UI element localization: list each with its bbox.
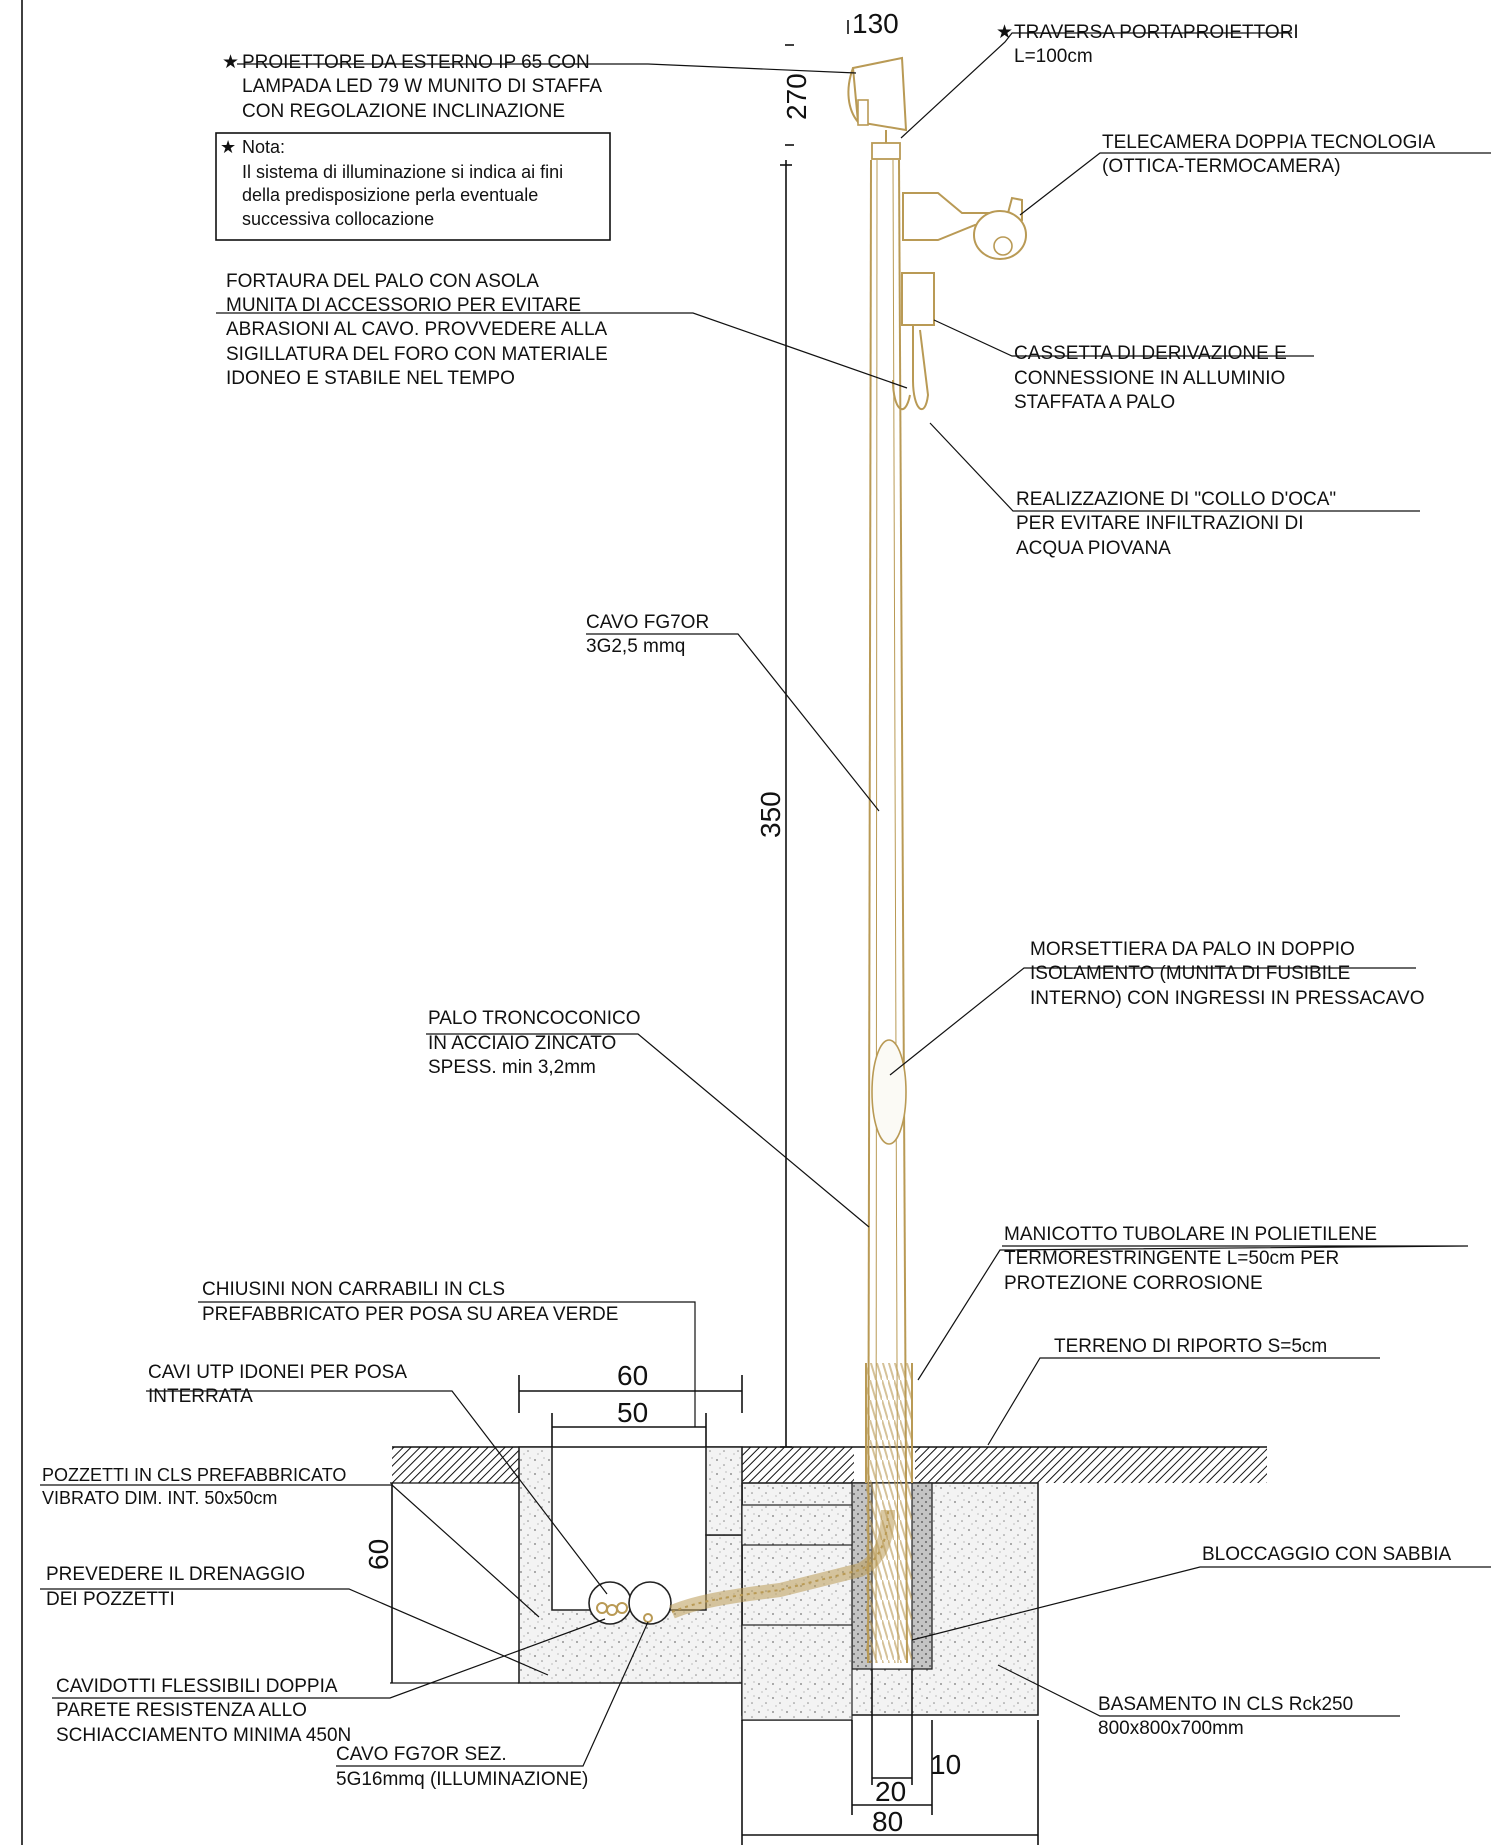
label-drenaggio-1: PREVEDERE IL DRENAGGIO bbox=[46, 1564, 305, 1585]
label-cavo-sez-2: 5G16mmq (ILLUMINAZIONE) bbox=[336, 1769, 588, 1790]
label-basamento-1: BASAMENTO IN CLS Rck250 bbox=[1098, 1694, 1353, 1715]
dim-20: 20 bbox=[875, 1776, 906, 1807]
projector bbox=[847, 56, 908, 143]
label-morsettiera-2: ISOLAMENTO (MUNITA DI FUSIBILE bbox=[1030, 963, 1350, 984]
label-pozzetti-1: POZZETTI IN CLS PREFABBRICATO bbox=[42, 1465, 346, 1485]
label-nota-title: Nota: bbox=[242, 137, 285, 157]
label-manicotto-2: TERMORESTRINGENTE L=50cm PER bbox=[1004, 1248, 1339, 1269]
dim-350: 350 bbox=[755, 791, 786, 838]
label-cassetta-1: CASSETTA DI DERIVAZIONE E bbox=[1014, 343, 1287, 364]
label-palo-2: IN ACCIAIO ZINCATO bbox=[428, 1033, 616, 1054]
dim-270: 270 bbox=[781, 73, 812, 120]
label-nota-3: successiva collocazione bbox=[242, 209, 434, 229]
dim-50: 50 bbox=[617, 1397, 648, 1428]
dim-130: 130 bbox=[852, 8, 899, 39]
cable-ducts bbox=[588, 1509, 895, 1625]
label-cassetta-2: CONNESSIONE IN ALLUMINIO bbox=[1014, 368, 1285, 389]
label-manicotto-3: PROTEZIONE CORROSIONE bbox=[1004, 1273, 1263, 1294]
label-telecamera-2: (OTTICA-TERMOCAMERA) bbox=[1102, 156, 1341, 177]
label-terreno: TERRENO DI RIPORTO S=5cm bbox=[1054, 1336, 1327, 1357]
label-chiusini-1: CHIUSINI NON CARRABILI IN CLS bbox=[202, 1279, 505, 1300]
manhole-dimensions bbox=[390, 1375, 743, 1684]
label-morsettiera-1: MORSETTIERA DA PALO IN DOPPIO bbox=[1030, 939, 1355, 960]
label-pozzetti-2: VIBRATO DIM. INT. 50x50cm bbox=[42, 1488, 277, 1508]
label-drenaggio-2: DEI POZZETTI bbox=[46, 1589, 175, 1610]
label-fortatura-1: FORTAURA DEL PALO CON ASOLA bbox=[226, 271, 539, 292]
dim-80: 80 bbox=[872, 1806, 903, 1837]
label-fortatura-3: ABRASIONI AL CAVO. PROVVEDERE ALLA bbox=[226, 319, 608, 340]
label-cavo-fg-2: 3G2,5 mmq bbox=[586, 636, 685, 657]
leader-lines bbox=[40, 32, 1491, 1767]
label-collo-1: REALIZZAZIONE DI "COLLO D'OCA" bbox=[1016, 489, 1336, 510]
label-chiusini-2: PREFABBRICATO PER POSA SU AREA VERDE bbox=[202, 1304, 618, 1325]
label-nota-1: Il sistema di illuminazione si indica ai… bbox=[242, 162, 563, 182]
junction-box bbox=[892, 272, 935, 410]
dimension-labels: 130 270 350 60 50 60 10 20 80 bbox=[363, 8, 961, 1837]
terminal-block bbox=[871, 1039, 907, 1145]
label-cavidotti-1: CAVIDOTTI FLESSIBILI DOPPIA bbox=[56, 1676, 338, 1697]
label-cavo-sez-1: CAVO FG7OR SEZ. bbox=[336, 1744, 507, 1765]
vertical-dimensions bbox=[780, 20, 849, 1448]
label-cassetta-3: STAFFATA A PALO bbox=[1014, 392, 1175, 413]
label-proiettore-1: PROIETTORE DA ESTERNO IP 65 CON bbox=[242, 52, 590, 73]
label-traversa-1: TRAVERSA PORTAPROIETTORI bbox=[1014, 22, 1299, 43]
dim-10: 10 bbox=[930, 1749, 961, 1780]
dim-60-top: 60 bbox=[617, 1360, 648, 1391]
crossbar bbox=[871, 142, 901, 160]
heat-shrink-sleeve bbox=[866, 1363, 912, 1663]
label-cavidotti-2: PARETE RESISTENZA ALLO bbox=[56, 1700, 307, 1721]
pole bbox=[865, 142, 913, 1664]
label-basamento-2: 800x800x700mm bbox=[1098, 1718, 1244, 1739]
label-manicotto-1: MANICOTTO TUBOLARE IN POLIETILENE bbox=[1004, 1224, 1377, 1245]
note-box bbox=[215, 132, 611, 241]
label-cavi-utp-2: INTERRATA bbox=[148, 1386, 253, 1407]
label-nota-2: della predisposizione perla eventuale bbox=[242, 185, 538, 205]
base-dimensions bbox=[741, 1669, 1039, 1845]
label-traversa-2: L=100cm bbox=[1014, 46, 1093, 67]
label-cavi-utp-1: CAVI UTP IDONEI PER POSA bbox=[148, 1362, 407, 1383]
camera bbox=[902, 192, 1027, 260]
label-fortatura-5: IDONEO E STABILE NEL TEMPO bbox=[226, 368, 515, 389]
label-bloccaggio: BLOCCAGGIO CON SABBIA bbox=[1202, 1544, 1451, 1565]
dim-60-side: 60 bbox=[363, 1539, 394, 1570]
star-nota: ★ bbox=[220, 137, 236, 157]
label-telecamera-1: TELECAMERA DOPPIA TECNOLOGIA bbox=[1102, 132, 1436, 153]
label-collo-2: PER EVITARE INFILTRAZIONI DI bbox=[1016, 513, 1304, 534]
star-traversa: ★ bbox=[996, 22, 1013, 43]
label-morsettiera-3: INTERNO) CON INGRESSI IN PRESSACAVO bbox=[1030, 988, 1424, 1009]
label-proiettore-3: CON REGOLAZIONE INCLINAZIONE bbox=[242, 101, 565, 122]
label-palo-1: PALO TRONCOCONICO bbox=[428, 1008, 641, 1029]
label-cavo-fg-1: CAVO FG7OR bbox=[586, 612, 709, 633]
label-palo-3: SPESS. min 3,2mm bbox=[428, 1057, 596, 1078]
label-proiettore-2: LAMPADA LED 79 W MUNITO DI STAFFA bbox=[242, 76, 602, 97]
star-proiettore: ★ bbox=[222, 52, 239, 73]
label-fortatura-4: SIGILLATURA DEL FORO CON MATERIALE bbox=[226, 344, 608, 365]
annotations: ★ PROIETTORE DA ESTERNO IP 65 CON LAMPAD… bbox=[42, 22, 1451, 1790]
label-fortatura-2: MUNITA DI ACCESSORIO PER EVITARE bbox=[226, 295, 581, 316]
label-cavidotti-3: SCHIACCIAMENTO MINIMA 450N bbox=[56, 1725, 351, 1746]
label-collo-3: ACQUA PIOVANA bbox=[1016, 538, 1171, 559]
